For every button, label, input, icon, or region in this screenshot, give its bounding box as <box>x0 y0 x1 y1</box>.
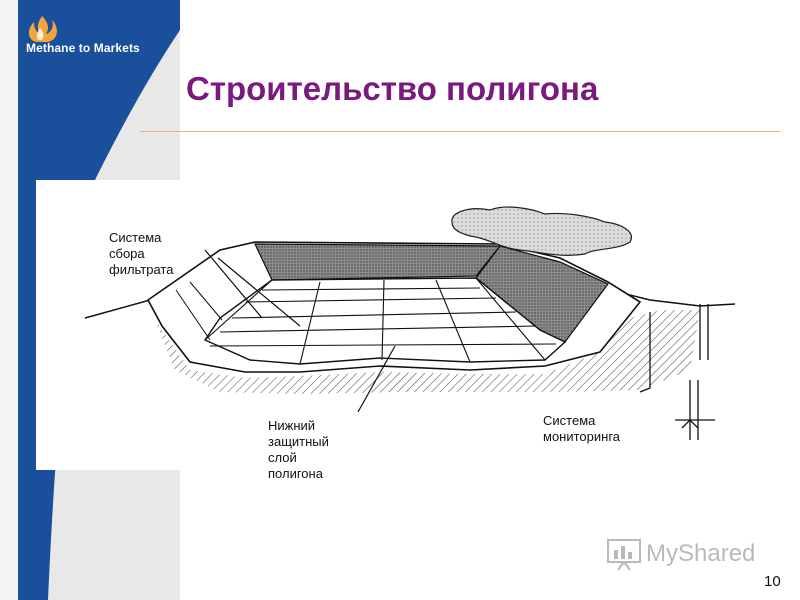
monitoring-well <box>639 304 715 440</box>
liner-panel-lines <box>204 277 557 365</box>
label-monitoring-system: Система мониторинга <box>543 413 621 444</box>
slide-title: Строительство полигона <box>186 70 599 107</box>
soil-hatching <box>155 310 700 394</box>
back-wall-liner <box>254 243 502 281</box>
logo-text: Methane to Markets <box>26 41 140 55</box>
label-leachate-collection: Система сбора фильтрата <box>109 230 174 277</box>
watermark-text: MyShared <box>646 540 756 567</box>
flame-logo-icon <box>28 16 57 42</box>
waste-stockpile <box>451 206 632 256</box>
presentation-board-icon <box>607 539 641 571</box>
label-leader-lines <box>204 249 396 413</box>
label-bottom-protective-layer: Нижний защитный слой полигона <box>268 418 329 481</box>
page-number: 10 <box>764 573 781 590</box>
title-divider <box>140 131 780 132</box>
